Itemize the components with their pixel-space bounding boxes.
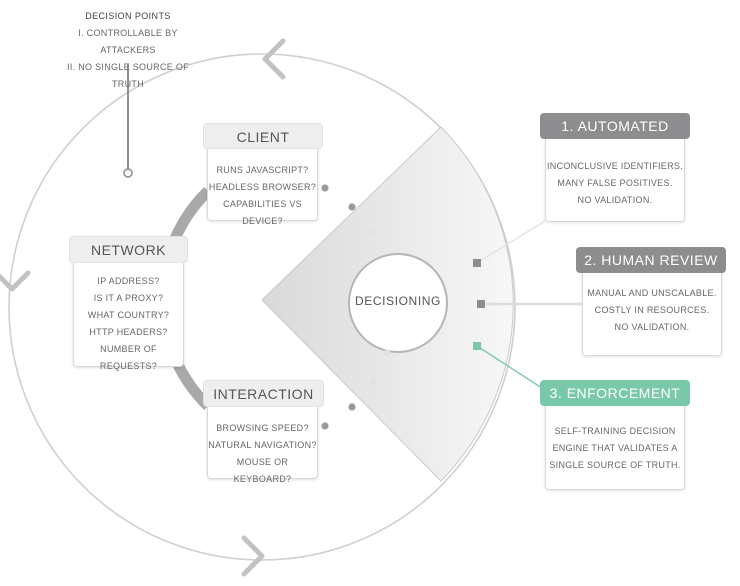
automated-review-node <box>473 259 481 267</box>
enforcement-title: 3. ENFORCEMENT <box>540 380 690 406</box>
chevron-down-icon <box>0 270 31 292</box>
enforcement-point: SELF-TRAINING DECISION <box>554 426 676 436</box>
enforcement-card: SELF-TRAINING DECISION ENGINE THAT VALID… <box>545 394 685 490</box>
network-question: IP ADDRESS? <box>97 276 160 286</box>
client-dot <box>321 184 329 192</box>
client-card: RUNS JAVASCRIPT? HEADLESS BROWSER? CAPAB… <box>207 137 318 226</box>
client-question: CAPABILITIES VS DEVICE? <box>223 199 302 226</box>
human-review-point: MANUAL AND UNSCALABLE. <box>587 288 717 298</box>
network-question: WHAT COUNTRY? <box>87 310 170 320</box>
human-review-node <box>477 300 485 308</box>
decision-point-item: II. NO SINGLE SOURCE OF TRUTH <box>67 62 189 89</box>
enforcement-point: ENGINE THAT VALIDATES A <box>552 443 678 453</box>
enforcement-connector <box>476 345 546 391</box>
automated-review-connector <box>476 220 546 264</box>
decision-points-pin <box>123 168 133 178</box>
interaction-question: BROWSING SPEED? <box>216 423 309 433</box>
client-title: CLIENT <box>203 123 323 149</box>
wedge-dot <box>383 349 391 357</box>
automated-review-title: 1. AUTOMATED REVIEW <box>540 113 690 160</box>
automated-review-point: MANY FALSE POSITIVES. <box>557 178 673 188</box>
network-question: NUMBER OF REQUESTS? <box>99 344 158 371</box>
network-question: HTTP HEADERS? <box>89 327 168 337</box>
client-dot <box>348 203 356 211</box>
decisioning-label: DECISIONING <box>355 294 441 308</box>
chevron-left-icon <box>262 38 286 80</box>
chevron-right-icon <box>241 535 265 577</box>
automated-review-point: NO VALIDATION. <box>577 195 653 205</box>
automated-review-point: INCONCLUSIVE IDENTIFIERS. <box>546 161 684 171</box>
interaction-dot <box>348 403 356 411</box>
outer-cycle-circle <box>8 53 516 561</box>
human-review-point: COSTLY IN RESOURCES. <box>594 305 710 315</box>
decision-point-item: I. CONTROLLABLE BY ATTACKERS <box>78 28 178 55</box>
network-card: IP ADDRESS? IS IT A PROXY? WHAT COUNTRY?… <box>73 250 184 371</box>
human-review-title: 2. HUMAN REVIEW <box>576 247 726 273</box>
enforcement-point: SINGLE SOURCE OF TRUTH. <box>549 460 681 470</box>
client-question: HEADLESS BROWSER? <box>208 182 317 192</box>
decisioning-circle <box>348 253 448 353</box>
interaction-title: INTERACTION <box>203 380 324 407</box>
network-title: NETWORK <box>69 236 188 263</box>
interaction-question: NATURAL NAVIGATION? <box>208 440 317 450</box>
wedge-dot <box>369 378 377 386</box>
human-review-card: MANUAL AND UNSCALABLE. COSTLY IN RESOURC… <box>582 260 722 356</box>
enforcement-node <box>473 342 481 350</box>
decision-points: DECISION POINTS I. CONTROLLABLE BY ATTAC… <box>58 8 198 93</box>
interaction-dot <box>321 422 329 430</box>
interaction-question: MOUSE OR KEYBOARD? <box>233 457 292 484</box>
client-question: RUNS JAVASCRIPT? <box>216 165 309 175</box>
network-question: IS IT A PROXY? <box>93 293 164 303</box>
automated-review-card: INCONCLUSIVE IDENTIFIERS. MANY FALSE POS… <box>545 127 685 222</box>
decision-points-title: DECISION POINTS <box>85 11 171 21</box>
wedge-dot <box>369 227 377 235</box>
human-review-point: NO VALIDATION. <box>614 322 690 332</box>
